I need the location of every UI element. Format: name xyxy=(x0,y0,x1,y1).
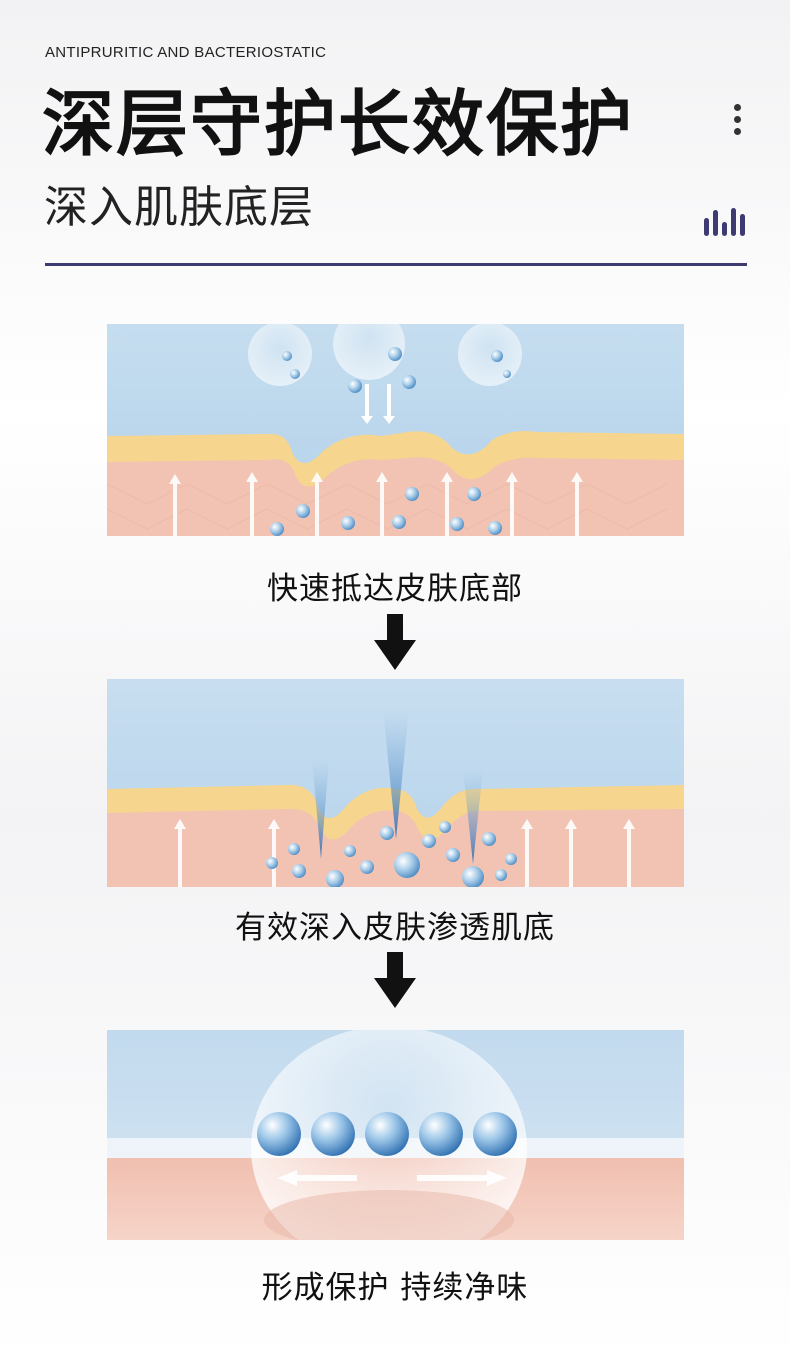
step-caption-protect: 形成保护 持续净味 xyxy=(261,1270,529,1306)
arrow-down-icon xyxy=(374,952,416,1008)
step-illustration-protect xyxy=(107,1030,684,1240)
bar-signal-icon xyxy=(704,208,745,236)
step-caption-penetrate: 有效深入皮肤渗透肌底 xyxy=(235,910,555,946)
english-subtitle: ANTIPRURITIC AND BACTERIOSTATIC xyxy=(45,44,327,61)
step-illustration-penetrate xyxy=(107,679,684,887)
more-vertical-icon[interactable] xyxy=(730,104,744,144)
menu-dot xyxy=(733,104,741,111)
step-illustration-reach xyxy=(107,324,684,536)
header-divider xyxy=(45,263,747,266)
page-subtitle: 深入肌肤底层 xyxy=(44,182,314,233)
step-caption-reach: 快速抵达皮肤底部 xyxy=(267,571,523,607)
page-title: 深层守护长效保护 xyxy=(42,82,635,166)
arrow-down-icon xyxy=(374,614,416,670)
menu-dot xyxy=(733,116,741,123)
menu-dot xyxy=(733,128,741,135)
